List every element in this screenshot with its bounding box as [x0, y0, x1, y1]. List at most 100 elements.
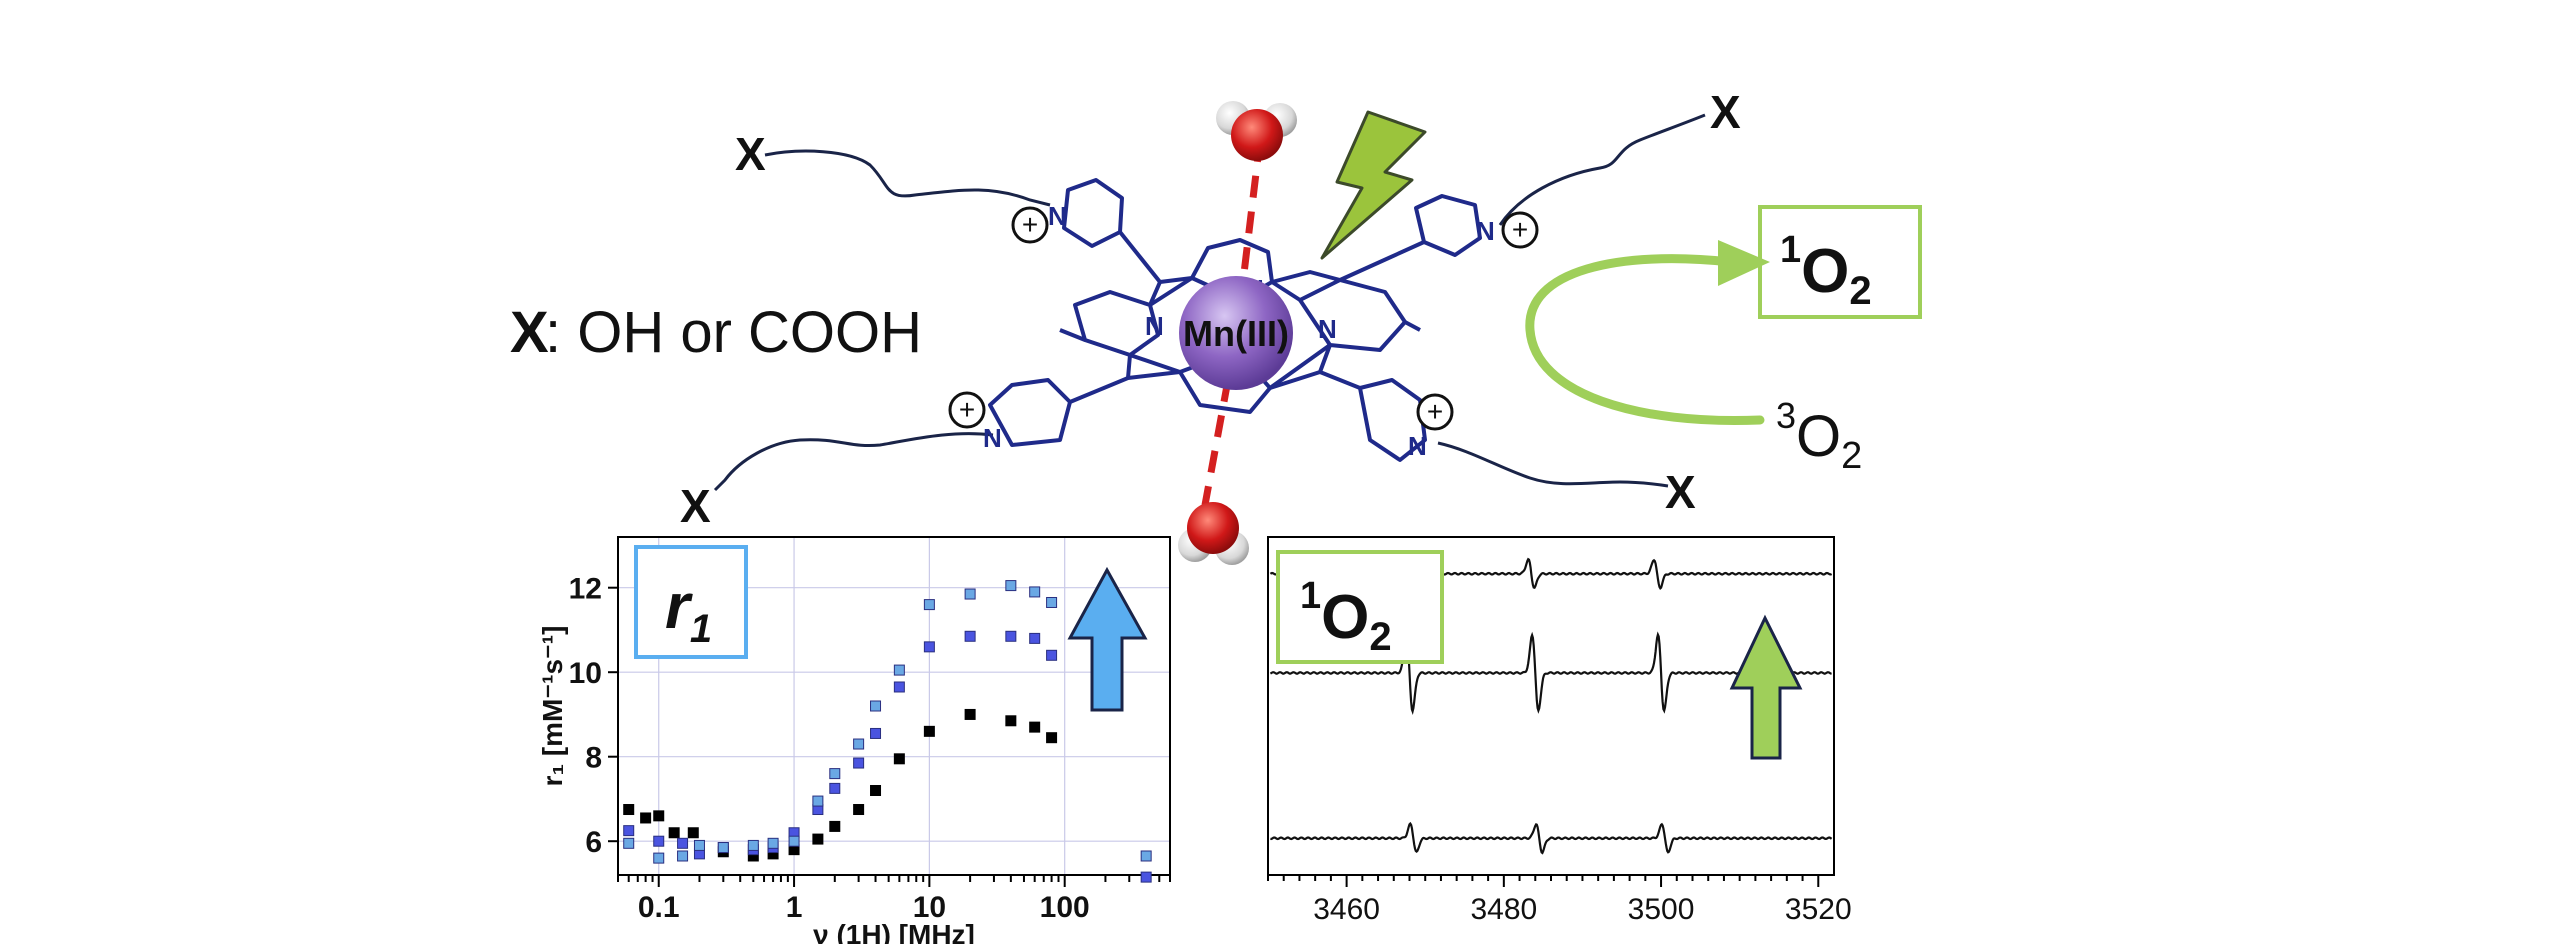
chain-top-right	[1498, 113, 1706, 226]
r1-x-tick-label-1: 1	[786, 891, 803, 924]
r1-x-axis-label: ν (1H) [MHz]	[813, 919, 975, 944]
epr-trace-0	[1270, 821, 1833, 855]
charge-symbol: +	[1427, 396, 1443, 427]
r1-series1-point-9	[829, 782, 841, 794]
meso-link-bottom-right	[1319, 370, 1361, 390]
r1-series2-point-4	[717, 842, 729, 854]
r1-series2-point-8	[812, 795, 824, 807]
r1-series2-point-3	[693, 839, 705, 851]
r1-series0-point-2	[653, 810, 665, 822]
r1-series1-point-13	[923, 641, 935, 653]
r1-series0-point-1	[640, 812, 652, 824]
r1-series1-point-1	[653, 835, 665, 847]
r1-series0-point-10	[829, 820, 841, 832]
x-label-top-right: X	[1710, 86, 1741, 138]
r1-series1-point-16	[1029, 632, 1041, 644]
epr-x-tick-label-1: 3480	[1470, 893, 1537, 926]
r1-series0-point-15	[964, 708, 976, 720]
r1-inset-label: r1	[665, 570, 712, 651]
r1-plot-frame	[617, 536, 1171, 876]
r1-x-tick-label-0: 0.1	[638, 891, 680, 924]
r1-series2-point-9	[829, 768, 841, 780]
r1-series0-point-3	[668, 827, 680, 839]
axial-bond-top	[1238, 139, 1264, 291]
r1-series0-point-16	[1005, 715, 1017, 727]
metal-label: Mn(III)	[1183, 313, 1289, 354]
charge-top-right: +	[1501, 211, 1539, 249]
legend-x-symbol: X	[510, 300, 549, 365]
n-label-right: N	[1318, 314, 1337, 344]
epr-x-tick-label-0: 3460	[1313, 893, 1380, 926]
pyrrole-right	[1298, 278, 1407, 352]
r1-series1-point-0	[623, 825, 635, 837]
n-label-pyridinium-top-right: N	[1476, 216, 1495, 246]
substituent-chains	[713, 113, 1706, 492]
porphyrin-skeleton	[988, 178, 1482, 462]
r1-y-tick-label-3: 12	[569, 573, 602, 606]
r1-y-tick-label-0: 6	[585, 826, 602, 859]
x-label-top-left: X	[735, 128, 766, 180]
pyridinium-bottom-right	[1358, 378, 1427, 462]
legend-x-text: : OH or COOH	[545, 300, 922, 365]
cycle-arrow-head	[1718, 240, 1770, 286]
x-label-bottom-left: X	[680, 480, 711, 532]
r1-series2-point-17	[1046, 596, 1058, 608]
r1-x-tick-label-3: 100	[1040, 891, 1090, 924]
r1-series2-point-6	[767, 837, 779, 849]
r1-y-tick-label-1: 8	[585, 742, 602, 775]
charge-bottom-right: +	[1416, 393, 1454, 431]
r1-series2-point-13	[923, 599, 935, 611]
macrocycle	[1059, 276, 1421, 390]
epr-x-tick-label-2: 3500	[1628, 893, 1695, 926]
meso-link-top-right	[1339, 240, 1425, 282]
r1-series0-point-17	[1029, 721, 1041, 733]
water-bottom	[1178, 502, 1249, 565]
r1-series1-point-15	[1005, 630, 1017, 642]
r1-series2-point-5	[747, 839, 759, 851]
oxygen-cycle: 1O2 3O2	[1525, 205, 1922, 477]
r1-series2-point-1	[653, 852, 665, 864]
r1-series2-point-16	[1029, 586, 1041, 598]
meso-link-bottom-left	[1069, 376, 1129, 404]
r1-inset-box	[634, 545, 748, 659]
charge-bottom-left: +	[948, 391, 986, 429]
r1-series2-point-12	[893, 664, 905, 676]
epr-arrow-up-icon	[1729, 614, 1803, 760]
r1-points	[623, 580, 1152, 883]
x-label-bottom-right: X	[1665, 466, 1696, 518]
n-label-left: N	[1145, 311, 1164, 341]
lightning-bolt-icon	[1320, 110, 1427, 260]
oxygen-atom	[1187, 502, 1239, 554]
r1-series0-point-13	[893, 753, 905, 765]
r1-x-tick-label-2: 10	[913, 891, 946, 924]
charge-top-left: +	[1011, 206, 1049, 244]
r1-series2-point-18	[1140, 850, 1152, 862]
chain-bottom-right	[1437, 441, 1669, 488]
r1-series2-point-11	[870, 700, 882, 712]
oxygen-atom	[1231, 109, 1283, 161]
r1-series2-point-10	[853, 738, 865, 750]
chain-bottom-left	[713, 432, 994, 492]
r1-series2-point-7	[788, 835, 800, 847]
r1-series2-point-14	[964, 588, 976, 600]
pyridinium-bottom-left	[988, 378, 1072, 447]
r1-series2-point-2	[677, 850, 689, 862]
r1-series1-point-2	[677, 837, 689, 849]
r1-series0-point-14	[923, 725, 935, 737]
triplet-oxygen-label: 3O2	[1776, 395, 1862, 477]
r1-series0-point-9	[812, 833, 824, 845]
r1-series0-point-0	[623, 804, 635, 816]
positive-charges: + + + +	[948, 206, 1539, 431]
n-label-pyridinium-bottom-right: N	[1408, 431, 1427, 461]
axial-bonds	[1201, 139, 1264, 506]
metal-center: Mn(III)	[1179, 276, 1293, 390]
epr-inset: 1O2	[1276, 550, 1444, 664]
r1-series1-point-11	[870, 727, 882, 739]
singlet-oxygen-box	[1758, 205, 1922, 319]
substituent-labels: X X X X	[680, 86, 1741, 532]
cycle-arrow-arc	[1525, 254, 1765, 426]
water-top	[1216, 101, 1297, 161]
